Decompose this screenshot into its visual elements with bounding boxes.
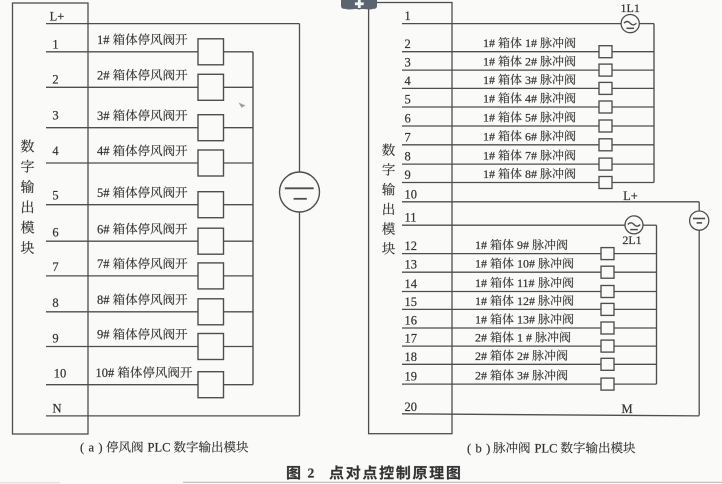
svg-text:N: N (52, 401, 61, 415)
svg-text:7: 7 (52, 260, 58, 274)
svg-text:PLC: PLC (535, 441, 558, 455)
svg-text:3#: 3# (525, 73, 537, 87)
svg-text:7#: 7# (97, 257, 110, 271)
svg-text:10: 10 (54, 367, 67, 381)
svg-text:14: 14 (405, 277, 418, 291)
svg-text:7: 7 (405, 130, 411, 144)
svg-text:13: 13 (405, 258, 418, 272)
svg-text:5#: 5# (525, 111, 537, 125)
svg-text:( b ): ( b ) (467, 441, 491, 455)
svg-text:1#: 1# (483, 129, 495, 143)
svg-text:1#: 1# (525, 36, 537, 50)
svg-text:L+: L+ (50, 9, 65, 23)
svg-text:7#: 7# (525, 149, 537, 163)
svg-text:1#: 1# (483, 73, 495, 87)
svg-text:1: 1 (52, 38, 58, 52)
svg-text:11#: 11# (517, 276, 535, 290)
svg-text:1#: 1# (97, 33, 110, 47)
svg-text:1#: 1# (483, 55, 495, 69)
svg-text:3: 3 (52, 109, 58, 123)
svg-text:( a ): ( a ) (80, 441, 103, 455)
svg-text:8#: 8# (97, 293, 110, 307)
svg-text:1#: 1# (475, 257, 487, 271)
svg-text:2#: 2# (97, 69, 110, 83)
svg-text:8#: 8# (525, 167, 537, 181)
svg-text:2: 2 (52, 72, 58, 86)
svg-text:2#: 2# (475, 369, 487, 383)
svg-text:9#: 9# (517, 238, 529, 252)
svg-text:8: 8 (52, 296, 58, 310)
svg-text:1#: 1# (483, 167, 495, 181)
svg-text:1#: 1# (475, 238, 487, 252)
svg-text:PLC: PLC (148, 441, 171, 455)
svg-text:1#: 1# (483, 36, 495, 50)
svg-text:2#: 2# (525, 55, 537, 69)
svg-text:19: 19 (405, 370, 418, 384)
svg-text:11: 11 (405, 211, 417, 225)
svg-text:2#: 2# (517, 349, 529, 363)
svg-text:1#: 1# (475, 276, 487, 290)
svg-text:5: 5 (405, 93, 411, 107)
svg-text:9: 9 (405, 168, 411, 182)
svg-text:2: 2 (405, 37, 411, 51)
svg-text:9#: 9# (97, 328, 110, 342)
svg-text:1: 1 (405, 9, 411, 23)
svg-text:1L1: 1L1 (621, 1, 640, 15)
svg-text:1 #: 1 # (517, 331, 532, 345)
svg-text:10#: 10# (96, 366, 116, 380)
svg-text:6#: 6# (97, 222, 110, 236)
svg-text:5#: 5# (97, 186, 110, 200)
svg-text:16: 16 (405, 314, 418, 328)
svg-text:2: 2 (308, 466, 315, 481)
svg-text:1#: 1# (475, 294, 487, 308)
svg-text:12: 12 (405, 239, 418, 253)
svg-text:4: 4 (52, 144, 59, 158)
svg-text:3#: 3# (517, 369, 529, 383)
svg-text:4: 4 (405, 74, 412, 88)
svg-text:2L1: 2L1 (622, 233, 641, 247)
svg-text:1#: 1# (483, 111, 495, 125)
svg-text:18: 18 (405, 350, 418, 364)
svg-text:15: 15 (405, 295, 418, 309)
svg-text:4#: 4# (97, 144, 110, 158)
svg-text:9: 9 (52, 331, 58, 345)
svg-text:10: 10 (405, 187, 418, 201)
svg-text:3#: 3# (97, 109, 110, 123)
svg-text:4#: 4# (525, 92, 537, 106)
svg-text:1#: 1# (483, 149, 495, 163)
svg-text:12#: 12# (517, 294, 535, 308)
svg-text:17: 17 (405, 332, 418, 346)
svg-text:6#: 6# (525, 129, 537, 143)
svg-text:20: 20 (405, 400, 418, 414)
svg-text:M: M (621, 402, 632, 416)
svg-text:2#: 2# (475, 349, 487, 363)
svg-text:3: 3 (405, 56, 411, 70)
svg-text:8: 8 (405, 150, 411, 164)
svg-text:13#: 13# (517, 313, 535, 327)
svg-text:6: 6 (52, 226, 58, 240)
svg-text:1#: 1# (483, 92, 495, 106)
svg-text:1#: 1# (475, 313, 487, 327)
svg-text:2#: 2# (475, 331, 487, 345)
svg-text:L+: L+ (623, 189, 638, 203)
svg-text:5: 5 (52, 189, 58, 203)
svg-text:6: 6 (405, 112, 411, 126)
svg-text:10#: 10# (517, 257, 535, 271)
